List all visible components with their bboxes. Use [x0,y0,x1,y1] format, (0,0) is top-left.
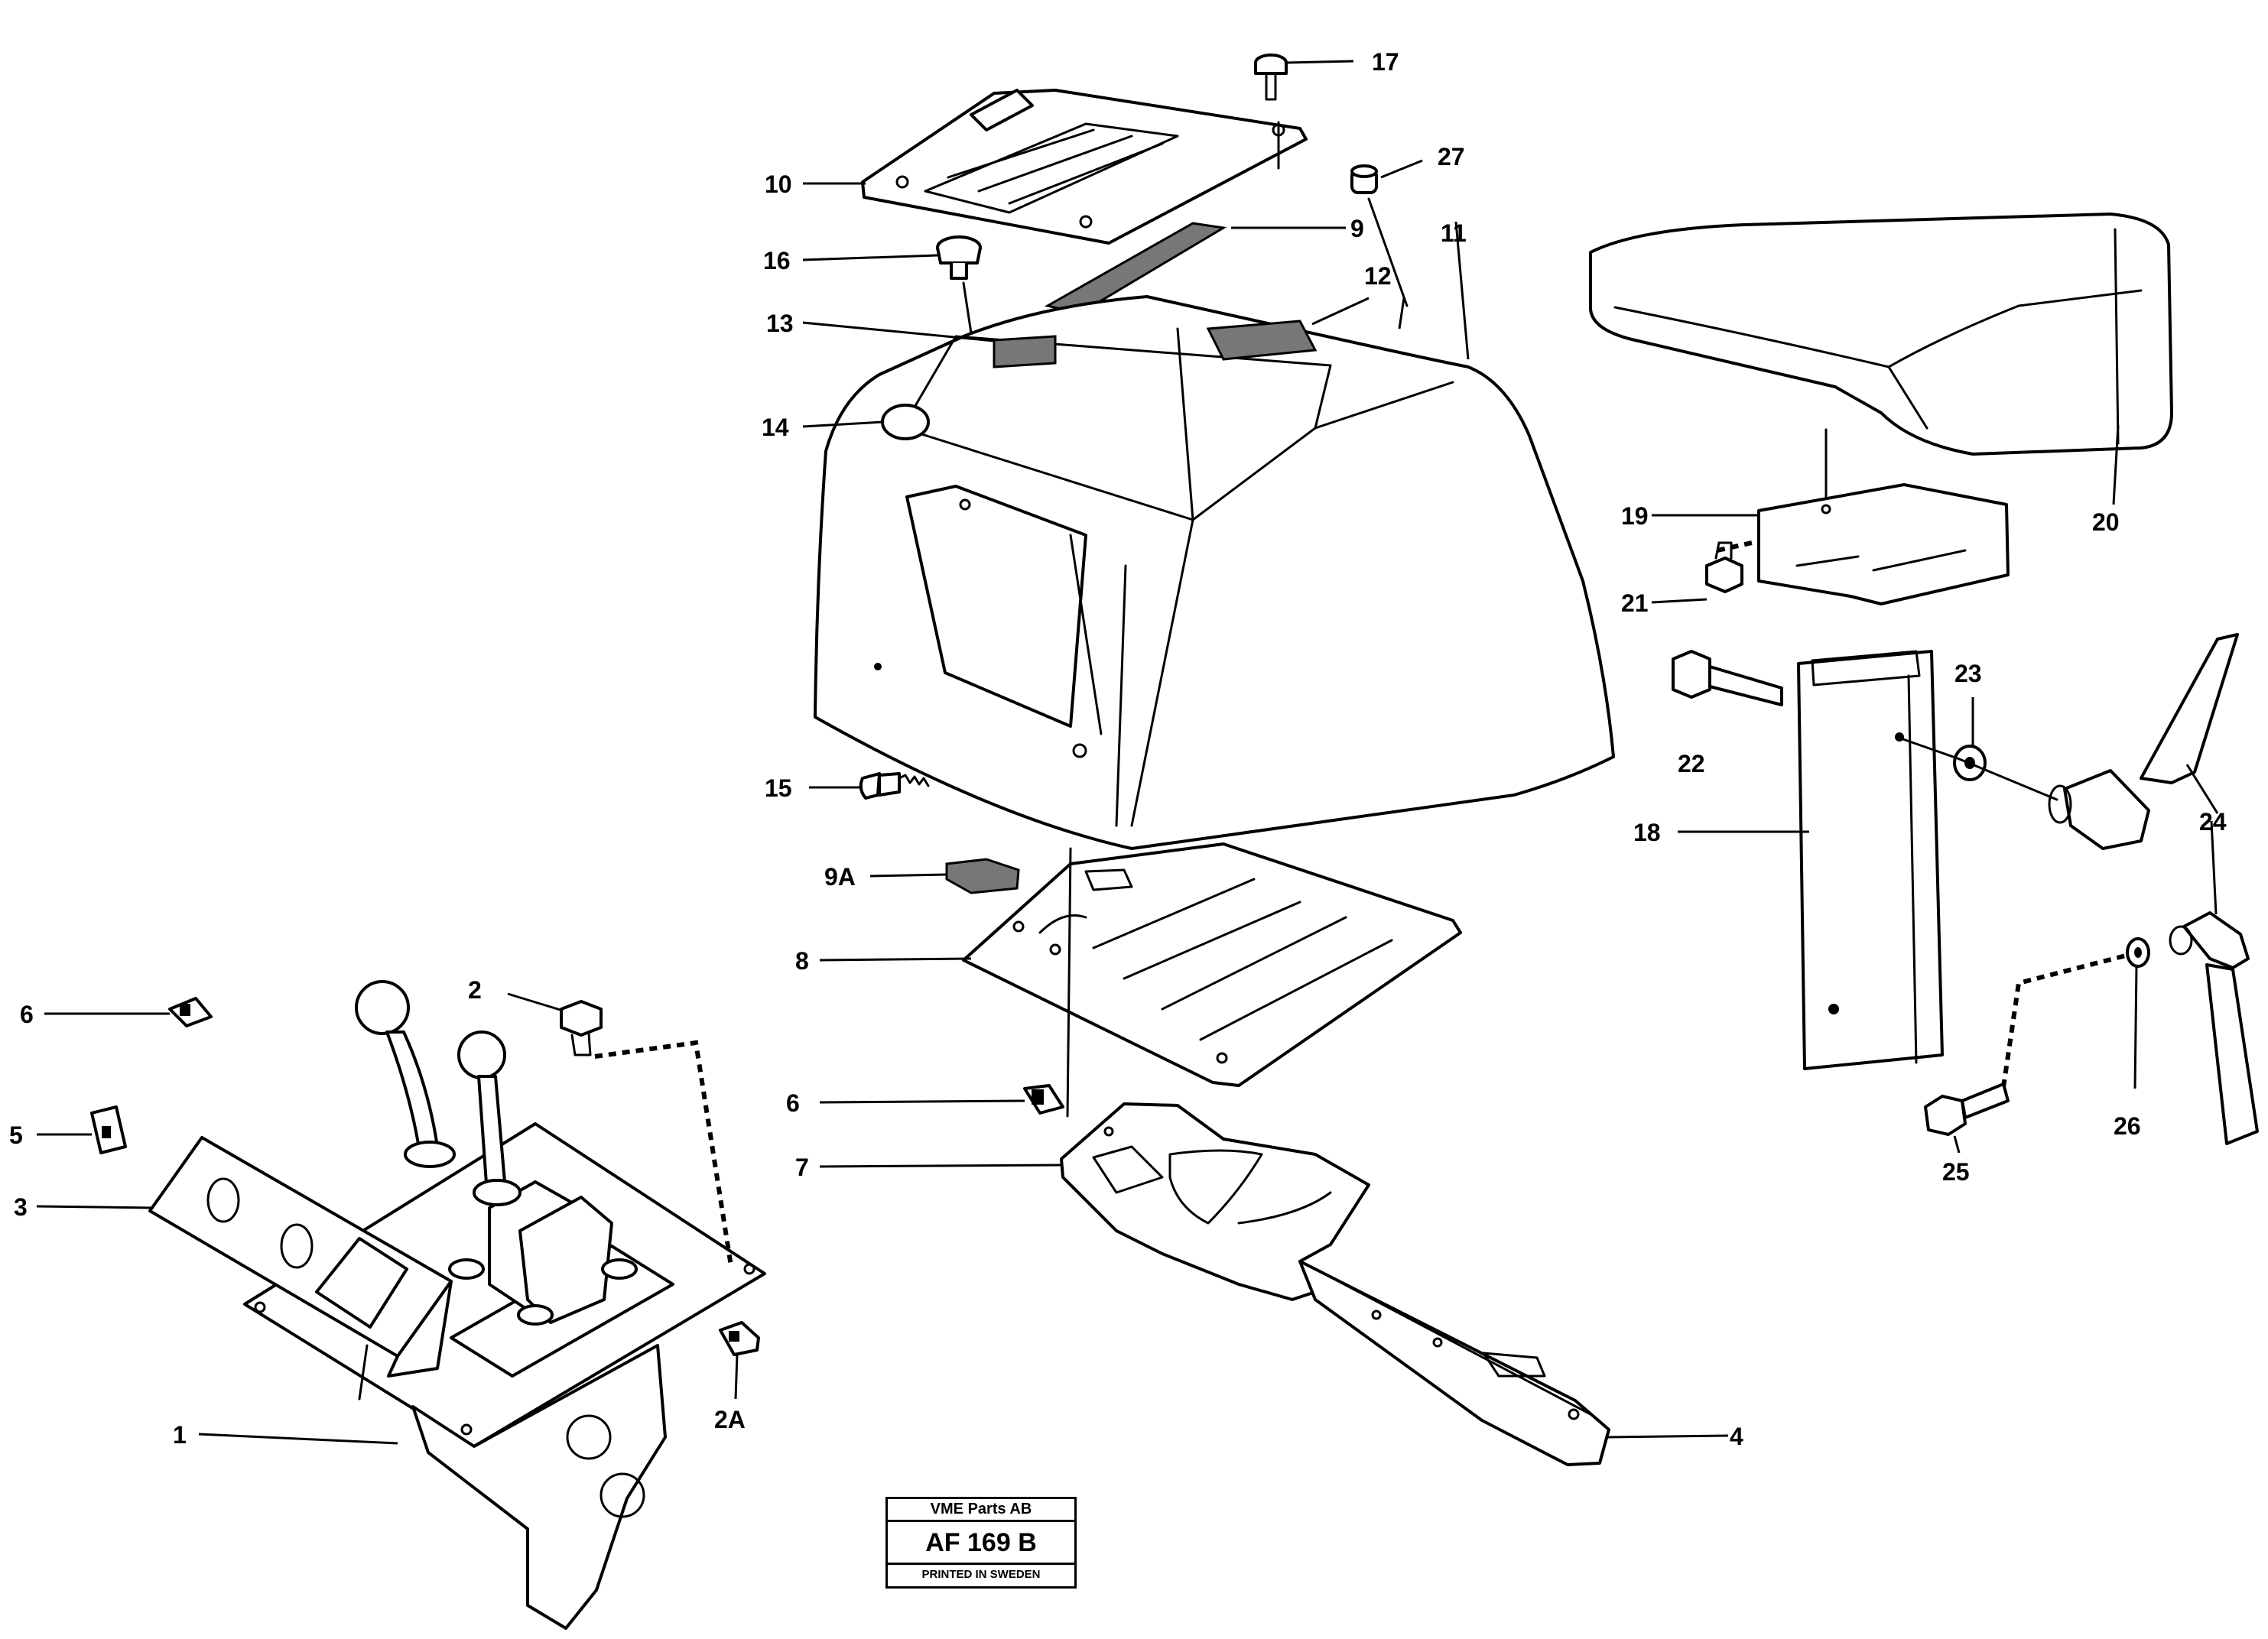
stamp-code: AF 169 B [888,1522,1074,1565]
callout-18: 18 [1633,819,1661,846]
bracket-4 [1298,1260,1610,1466]
joystick-right [457,1030,522,1206]
washer-26 [2126,937,2150,968]
clip-6-left [168,997,213,1027]
callout-2a: 2A [714,1406,746,1433]
grommet-27 [1350,164,1409,307]
callout-8: 8 [795,947,809,975]
bolt-2 [560,1000,603,1056]
callout-19: 19 [1621,502,1649,530]
bolt-25-path [2001,953,2127,1088]
callout-27: 27 [1438,143,1465,170]
valve-base-1 [243,1122,766,1630]
leader-lines [36,60,2219,1445]
handle-24-upper [2048,633,2239,850]
clip-5 [90,1105,127,1154]
handle-axis-upper [1899,737,2058,801]
bolt-21-path [1717,539,1759,553]
callout-23: 23 [1954,660,1982,687]
floor-mat-8 [962,842,1462,1118]
callout-24: 24 [2199,808,2227,836]
callout-26: 26 [2114,1112,2141,1140]
callout-7: 7 [795,1154,809,1181]
callout-2: 2 [468,976,482,1004]
bolt-22 [1672,650,1783,706]
gear-plate-7 [1060,1102,1370,1301]
callout-3: 3 [14,1193,28,1221]
armrest-pad-20 [1588,213,2173,529]
callout-labels: 1 2 2A 3 4 5 6 6 7 8 9 9A 10 11 12 13 14… [9,48,2227,1450]
pad-9a [945,858,1020,894]
callout-9a: 9A [824,863,856,891]
nut-2a [719,1321,760,1356]
callout-11: 11 [1441,219,1467,247]
callout-6-left: 6 [20,1001,34,1028]
callout-4: 4 [1730,1423,1743,1450]
callout-5: 5 [9,1121,23,1149]
screw-15 [859,772,930,800]
bracket-19 [1757,483,2010,605]
callout-22: 22 [1678,750,1705,777]
joystick-left [355,980,456,1168]
bolt-25 [1924,1082,2010,1136]
callout-15: 15 [765,774,792,802]
top-cover-plate [861,89,1308,245]
callout-6-right: 6 [786,1089,800,1117]
callout-1: 1 [173,1421,187,1449]
callout-17: 17 [1372,48,1399,76]
callout-9: 9 [1350,215,1364,242]
callout-14: 14 [762,414,789,441]
callout-13: 13 [766,310,794,337]
console-housing [814,295,1615,850]
callout-20: 20 [2092,508,2120,536]
callout-21: 21 [1621,589,1649,617]
stamp-printed: PRINTED IN SWEDEN [921,1568,1041,1581]
callout-16: 16 [763,247,791,274]
bolt-2-path [594,1040,733,1267]
post-18 [1797,650,1944,1070]
callout-10: 10 [765,170,792,198]
callout-25: 25 [1942,1158,1970,1186]
callout-12: 12 [1364,262,1392,290]
cover-3 [148,1136,453,1400]
bolt-21 [1705,541,1743,593]
handle-24-lower [2169,911,2259,1145]
parts-catalog-stamp: VME Parts AB AF 169 B PRINTED IN SWEDEN [885,1497,1077,1589]
stamp-company: VME Parts AB [888,1499,1074,1522]
clip-6-right [1023,1084,1064,1115]
